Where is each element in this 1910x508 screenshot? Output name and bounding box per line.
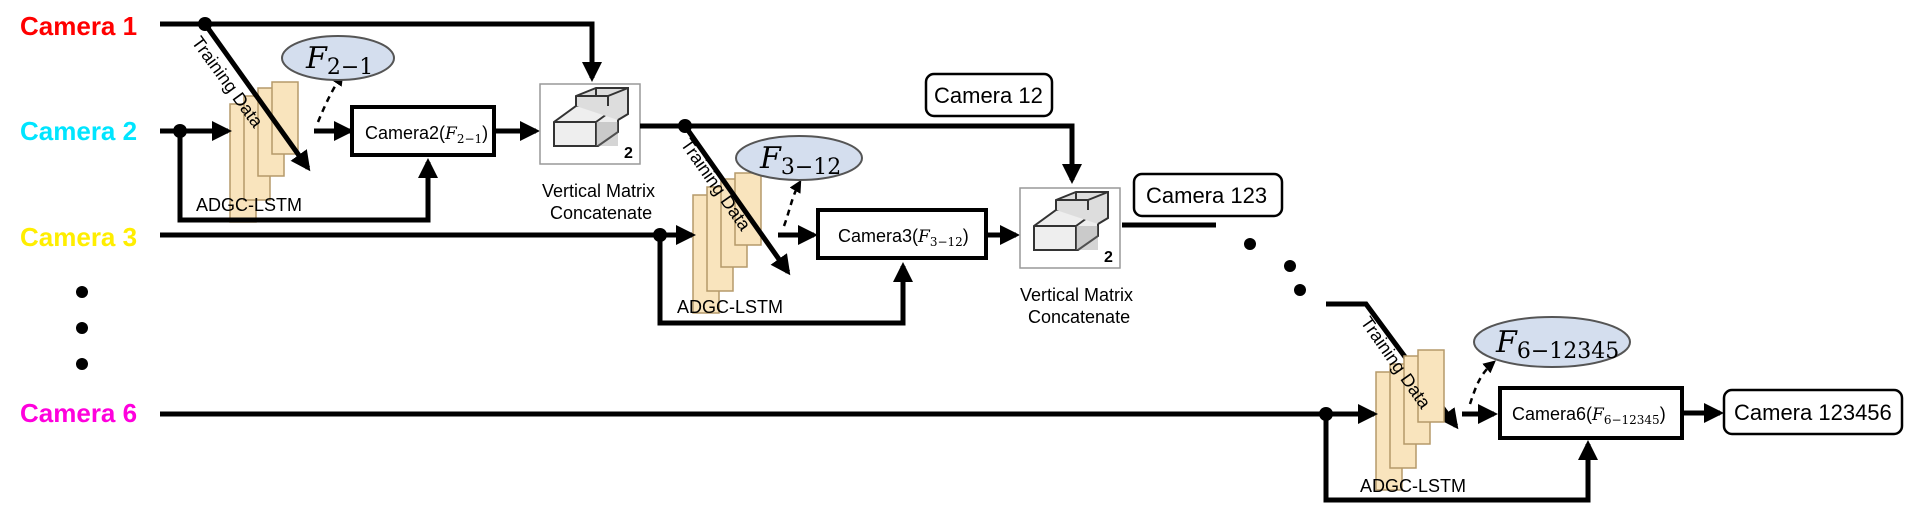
- concat-block-1: 2: [539, 83, 641, 165]
- svg-text:Camera2(F2−1): Camera2(F2−1): [365, 123, 488, 146]
- training-arrow-2: [682, 124, 791, 276]
- concat-label-2a: Vertical Matrix: [1020, 285, 1133, 305]
- camera-6-loop: [1323, 414, 1598, 503]
- ellipsis-vertical: [76, 286, 88, 370]
- svg-text:Camera6(F6−12345): Camera6(F6−12345): [1512, 404, 1666, 427]
- svg-text:2: 2: [624, 145, 633, 162]
- model-box-3: Camera6(F6−12345): [1498, 386, 1684, 440]
- svg-text:F3−12: F3−12: [759, 141, 841, 180]
- lstm-label-2: ADGC-LSTM: [677, 297, 783, 317]
- concat-label-1a: Vertical Matrix: [542, 181, 655, 201]
- concat-block-2: 2: [1019, 187, 1121, 269]
- concat-label-2b: Concatenate: [1028, 307, 1130, 327]
- concat-1-output-wire: [640, 123, 1082, 184]
- svg-text:F2−1: F2−1: [305, 41, 373, 80]
- camera-3-loop: [657, 235, 913, 326]
- camera-1-wire: [160, 21, 602, 82]
- camera-1-label: Camera 1: [20, 11, 137, 41]
- concat-label-1b: Concatenate: [550, 203, 652, 223]
- feature-dashed-1: [316, 72, 344, 123]
- feature-dashed-2: [782, 179, 802, 227]
- svg-text:F6−12345: F6−12345: [1495, 325, 1619, 364]
- camera-2-label: Camera 2: [20, 116, 137, 146]
- svg-text:Camera 12: Camera 12: [934, 83, 1043, 108]
- svg-text:Camera3(F3−12): Camera3(F3−12): [838, 226, 969, 249]
- output-camera-12: Camera 12: [924, 72, 1054, 118]
- lstm-label-1: ADGC-LSTM: [196, 195, 302, 215]
- svg-text:Camera 123456: Camera 123456: [1734, 400, 1892, 425]
- output-camera-123456: Camera 123456: [1722, 388, 1904, 436]
- lstm-label-3: ADGC-LSTM: [1360, 476, 1466, 496]
- training-arrow-1: [202, 22, 311, 172]
- feature-ellipse-2: F3−12: [735, 135, 863, 181]
- feature-ellipse-1: F2−1: [281, 35, 395, 81]
- feature-dashed-3: [1468, 360, 1496, 405]
- ellipsis-diagonal: [1244, 238, 1306, 296]
- feature-ellipse-3: F6−12345: [1473, 316, 1631, 368]
- camera-2-loop: [177, 131, 438, 223]
- model-box-2: Camera3(F3−12): [816, 208, 988, 260]
- training-data-label-1: Training Data: [188, 33, 268, 132]
- camera-6-label: Camera 6: [20, 398, 137, 428]
- camera-3-label: Camera 3: [20, 222, 137, 252]
- model-box-1: Camera2(F2−1): [350, 105, 496, 157]
- svg-text:Camera 123: Camera 123: [1146, 183, 1267, 208]
- output-camera-123: Camera 123: [1132, 172, 1284, 218]
- svg-text:2: 2: [1104, 249, 1113, 266]
